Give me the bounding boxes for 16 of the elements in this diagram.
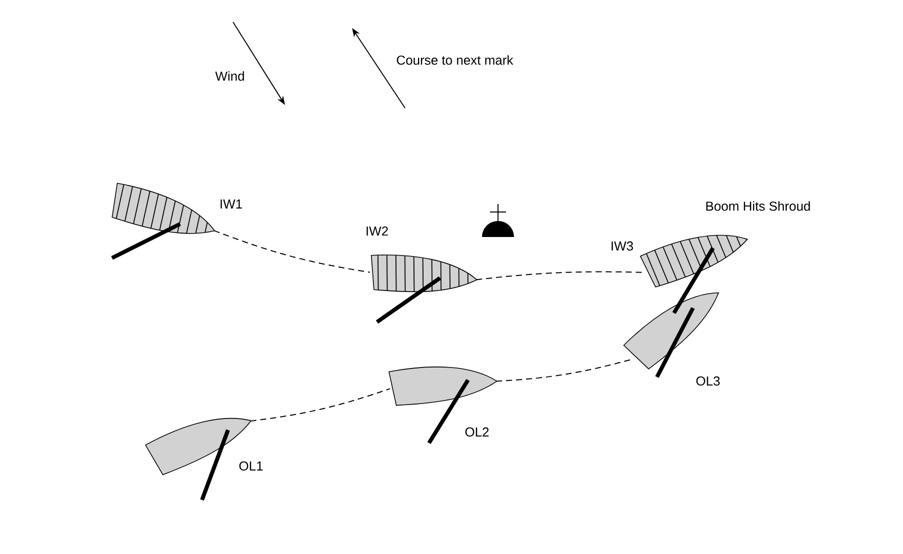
boat-label: IW3	[612, 241, 633, 251]
boat-label: OL2	[465, 427, 489, 437]
boat-drawing	[640, 234, 748, 314]
boat-drawing	[388, 366, 498, 444]
text-label: Wind	[215, 71, 244, 81]
boat-drawing	[370, 254, 478, 324]
dashed-path	[250, 388, 390, 422]
text-label: Boom Hits Shroud	[706, 201, 810, 211]
text-label: Course to next mark	[396, 55, 514, 65]
boat-label: IW1	[220, 200, 242, 208]
boat-label: OL1	[239, 461, 263, 471]
dashed-path	[213, 230, 370, 273]
boat-drawing	[623, 292, 719, 378]
boat-label: OL3	[696, 376, 720, 386]
boat-drawing	[111, 182, 216, 260]
boat-label: IW2	[366, 226, 388, 236]
